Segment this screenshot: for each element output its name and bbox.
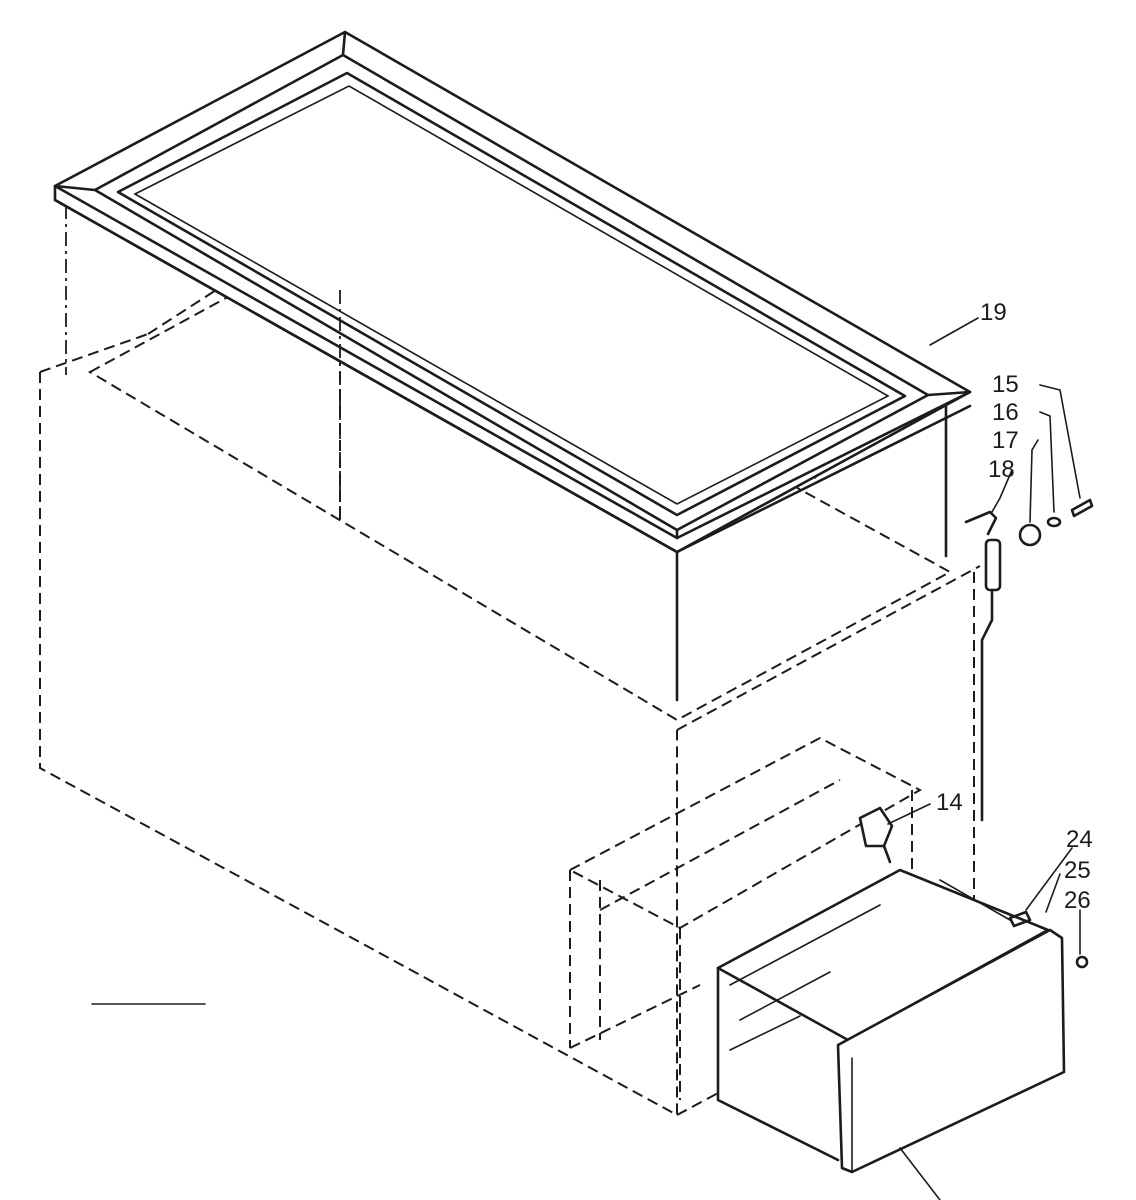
cabinet-outline: [39, 333, 981, 1117]
callout-19: 19: [980, 299, 1007, 326]
washer-16: [1046, 516, 1062, 528]
callout-labels: 19 15 16 17 18 14 24 25 26: [936, 299, 1093, 914]
hardware-parts: [858, 498, 1094, 969]
lid-frame: [53, 30, 972, 554]
leader-lines: [91, 317, 1081, 1005]
liner-box: [65, 205, 948, 702]
screw-26: [1075, 955, 1089, 969]
capillary-tube: [980, 538, 1002, 822]
callout-15: 15: [992, 371, 1019, 398]
callout-24: 24: [1066, 826, 1093, 853]
bracket-14: [858, 806, 894, 848]
knob-17: [1018, 523, 1042, 547]
drawer: [716, 868, 1066, 1200]
wire-clip-18: [964, 510, 998, 536]
callout-14: 14: [936, 789, 963, 816]
callout-17: 17: [992, 427, 1019, 454]
screw-15: [1070, 498, 1094, 518]
callout-25: 25: [1064, 857, 1091, 884]
compressor-compartment: [567, 736, 923, 1100]
callout-16: 16: [992, 399, 1019, 426]
callout-18: 18: [988, 456, 1015, 483]
rod-end-24: [1008, 910, 1032, 928]
callout-26: 26: [1064, 887, 1091, 914]
